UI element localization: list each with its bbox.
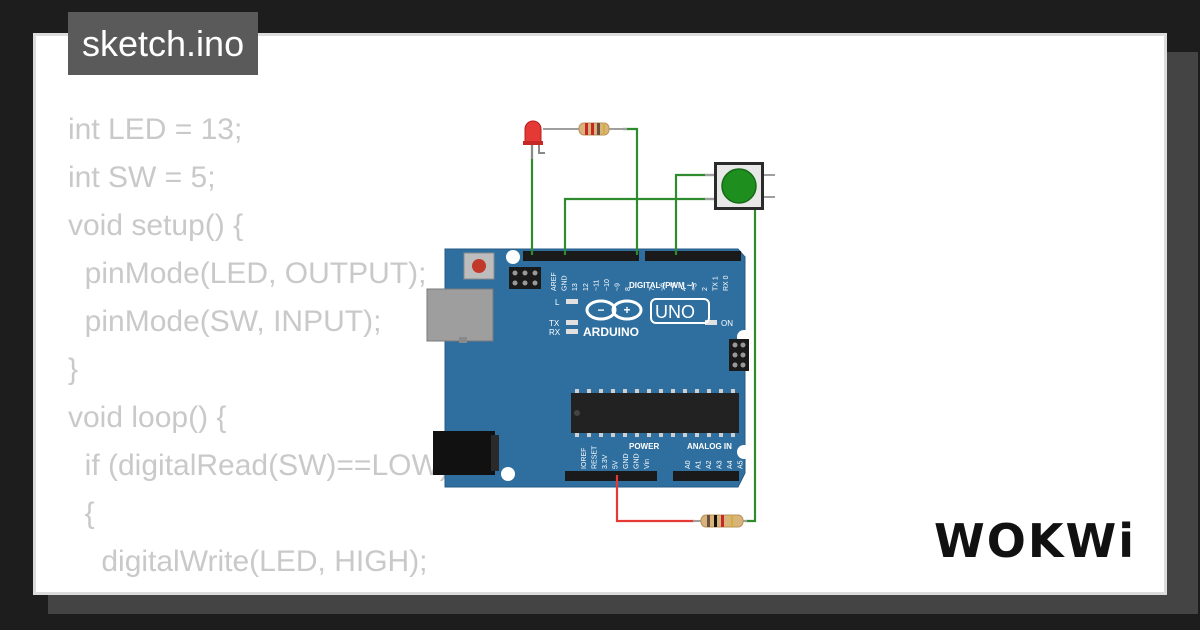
- code-preview: int LED = 13; int SW = 5; void setup() { p…: [68, 106, 450, 592]
- code-line: }: [68, 353, 79, 386]
- code-line: digitalWrite(LED, HIGH);: [68, 545, 428, 578]
- code-line: int LED = 13;: [68, 113, 243, 146]
- atmega-chip: [571, 393, 739, 433]
- code-line: pinMode(SW, INPUT);: [68, 305, 382, 338]
- circuit-diagram: − + ARDUINO UNO DIGITAL (PWM ~) POWER AN…: [426, 120, 775, 528]
- pin-label: TX 1: [713, 276, 720, 291]
- wire-resistor-pin13[interactable]: [623, 127, 639, 255]
- on-label: ON: [721, 319, 733, 328]
- digital-header-right: [645, 251, 741, 261]
- push-button[interactable]: [705, 162, 775, 210]
- pin-label: 3.3V: [602, 454, 609, 469]
- code-line: {: [68, 497, 95, 530]
- pin-label: A5: [738, 460, 745, 469]
- code-line: pinMode(LED, OUTPUT);: [68, 257, 427, 290]
- pin-label: IOREF: [581, 448, 588, 469]
- pin-label: A0: [685, 460, 692, 469]
- pin-label: ~3: [691, 283, 698, 291]
- wire-button-gnd[interactable]: [563, 197, 715, 255]
- wire-button-resistor[interactable]: [745, 197, 757, 523]
- power-label: POWER: [629, 442, 659, 451]
- board-logo-text: ARDUINO: [583, 325, 639, 339]
- pin-label: 2: [702, 287, 709, 291]
- pin-label: RX 0: [723, 275, 730, 291]
- pin-label: 7: [649, 287, 656, 291]
- pin-label: A3: [717, 460, 724, 469]
- arduino-uno-board[interactable]: − + ARDUINO UNO DIGITAL (PWM ~) POWER AN…: [426, 248, 751, 488]
- pin-label: A1: [696, 460, 703, 469]
- wire-button-pin5[interactable]: [674, 173, 715, 255]
- pin-label: GND: [634, 453, 641, 469]
- resistor-button[interactable]: [693, 514, 747, 528]
- pin-label: Vin: [644, 459, 651, 469]
- power-header: [565, 471, 657, 481]
- pin-label: 5V: [613, 460, 620, 469]
- svg-text:+: +: [623, 303, 630, 317]
- l-label: L: [555, 298, 560, 307]
- pin-label: ~6: [660, 283, 667, 291]
- code-line: void loop() {: [68, 401, 227, 434]
- pin-label: ~9: [615, 283, 622, 291]
- file-name-tab[interactable]: sketch.ino: [68, 12, 259, 75]
- red-led[interactable]: [523, 120, 545, 159]
- analog-label: ANALOG IN: [687, 442, 732, 451]
- wire-5v-resistor[interactable]: [615, 475, 695, 523]
- resistor-led[interactable]: [543, 122, 627, 136]
- pin-label: GND: [562, 275, 569, 291]
- pin-label: GND: [623, 453, 630, 469]
- pin-label: 12: [583, 283, 590, 291]
- digital-header-left: [523, 251, 639, 261]
- pin-label: A4: [727, 460, 734, 469]
- pin-label: 8: [625, 287, 632, 291]
- code-line: if (digitalRead(SW)==LOW): [68, 449, 450, 482]
- analog-header: [673, 471, 739, 481]
- pin-label: ~10: [604, 279, 611, 291]
- usb-connector: [426, 288, 494, 342]
- rx-label: RX: [549, 328, 561, 337]
- pin-label: 4: [681, 287, 688, 291]
- pin-label: ~5: [670, 283, 677, 291]
- pin-label: 13: [572, 283, 579, 291]
- pin-label: AREF: [551, 272, 558, 291]
- code-line: int SW = 5;: [68, 161, 216, 194]
- board-model: UNO: [655, 302, 695, 322]
- code-line: void setup() {: [68, 209, 244, 242]
- pin-label: RESET: [592, 445, 599, 469]
- power-jack: [433, 431, 495, 475]
- pin-label: ~11: [593, 280, 600, 291]
- tx-label: TX: [549, 319, 560, 328]
- preview-card: int LED = 13; int SW = 5; void setup() { p…: [33, 33, 1167, 595]
- digital-label: DIGITAL (PWM ~): [629, 281, 695, 290]
- wokwi-logo: WOKWi: [934, 514, 1136, 568]
- pin-label: A2: [706, 460, 713, 469]
- svg-text:−: −: [597, 303, 604, 317]
